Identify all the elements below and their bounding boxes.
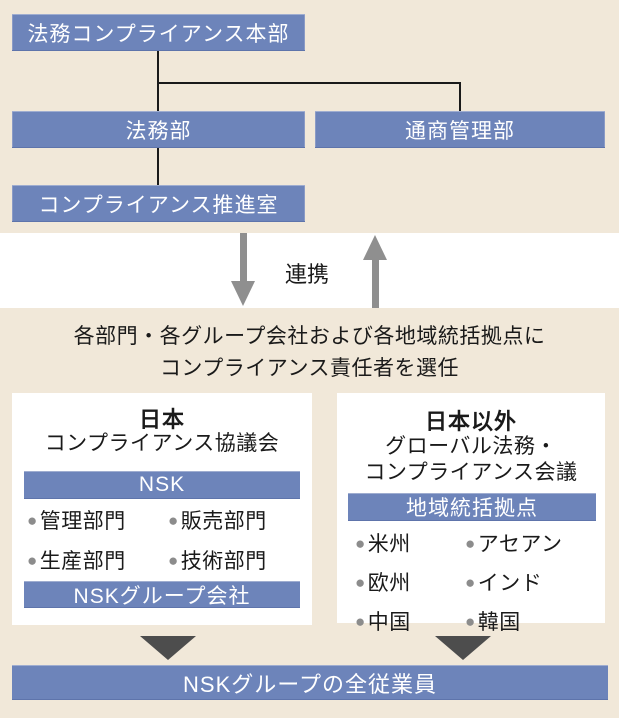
list-item: ● 販売部門 — [168, 505, 299, 535]
region-label: 欧州 — [367, 572, 411, 595]
connector-vertical-trade — [459, 82, 461, 111]
linkage-label: 連携 — [284, 262, 329, 287]
org-box-trade-control-department: 通商管理部 — [315, 111, 605, 148]
bullet-icon: ● — [168, 550, 179, 570]
bullet-icon: ● — [27, 510, 38, 530]
footer-all-employees-bar: NSKグループの全従業員 — [12, 665, 608, 700]
linkage-band — [0, 233, 619, 308]
list-item: ● 欧州 — [355, 567, 465, 597]
bullet-icon: ● — [27, 550, 38, 570]
overseas-subheading-line2: コンプライアンス会議 — [364, 461, 578, 484]
triangle-down-right-icon — [435, 636, 491, 660]
list-item: ● アセアン — [465, 528, 591, 558]
down-arrow-shaft — [240, 233, 247, 282]
japan-panel-nsk-bar: NSK — [24, 471, 300, 499]
japan-panel-division-list: ● 管理部門 ● 販売部門 ● 生産部門 ● 技術部門 — [27, 505, 299, 575]
bullet-icon: ● — [355, 572, 366, 592]
triangle-down-left-icon — [140, 636, 196, 660]
list-item: ● 中国 — [355, 606, 465, 636]
connector-horizontal — [157, 82, 461, 84]
up-arrow-icon — [363, 235, 387, 260]
overseas-panel-region-list: ● 米州 ● アセアン ● 欧州 ● インド ● 中国 ● 韓国 — [355, 528, 591, 636]
overseas-panel-subheading: グローバル法務・ コンプライアンス会議 — [337, 434, 605, 486]
bullet-icon: ● — [355, 533, 366, 553]
japan-panel-group-bar: NSKグループ会社 — [24, 581, 300, 608]
connector-vertical-office — [157, 148, 159, 185]
connector-vertical-hq — [157, 51, 159, 111]
japan-panel-heading: 日本 — [138, 407, 185, 432]
division-label: 生産部門 — [39, 550, 126, 573]
region-label: 韓国 — [477, 611, 521, 634]
overseas-subheading-line1: グローバル法務・ — [385, 435, 557, 458]
division-label: 技術部門 — [180, 550, 267, 573]
bullet-icon: ● — [168, 510, 179, 530]
division-label: 販売部門 — [180, 510, 267, 533]
overseas-panel: 日本以外 グローバル法務・ コンプライアンス会議 地域統括拠点 ● 米州 ● ア… — [337, 393, 605, 634]
overseas-panel-hub-bar: 地域統括拠点 — [348, 493, 596, 521]
appointment-note: 各部門・各グループ会社および各地域統括拠点に コンプライアンス責任者を選任 — [0, 321, 619, 385]
region-label: 中国 — [367, 611, 411, 634]
org-box-legal-department: 法務部 — [12, 111, 305, 148]
bullet-icon: ● — [355, 611, 366, 631]
list-item: ● 管理部門 — [27, 505, 168, 535]
list-item: ● 韓国 — [465, 606, 591, 636]
down-arrow-icon — [231, 281, 255, 306]
list-item: ● 技術部門 — [168, 545, 299, 575]
region-label: インド — [477, 572, 543, 595]
bullet-icon: ● — [465, 611, 476, 631]
bullet-icon: ● — [465, 533, 476, 553]
appointment-note-line2: コンプライアンス責任者を選任 — [159, 357, 460, 380]
list-item: ● インド — [465, 567, 591, 597]
org-box-headquarters: 法務コンプライアンス本部 — [12, 14, 305, 51]
list-item: ● 生産部門 — [27, 545, 168, 575]
region-label: アセアン — [477, 533, 563, 556]
org-box-compliance-promotion-office: コンプライアンス推進室 — [12, 185, 305, 222]
appointment-note-line1: 各部門・各グループ会社および各地域統括拠点に — [73, 325, 546, 348]
japan-panel-subheading: コンプライアンス協議会 — [44, 432, 280, 455]
overseas-panel-heading: 日本以外 — [424, 409, 517, 434]
region-label: 米州 — [367, 533, 411, 556]
bullet-icon: ● — [465, 572, 476, 592]
list-item: ● 米州 — [355, 528, 465, 558]
division-label: 管理部門 — [39, 510, 126, 533]
up-arrow-shaft — [372, 259, 379, 308]
japan-panel: 日本 コンプライアンス協議会 NSK ● 管理部門 ● 販売部門 ● 生産部門 … — [12, 393, 312, 625]
